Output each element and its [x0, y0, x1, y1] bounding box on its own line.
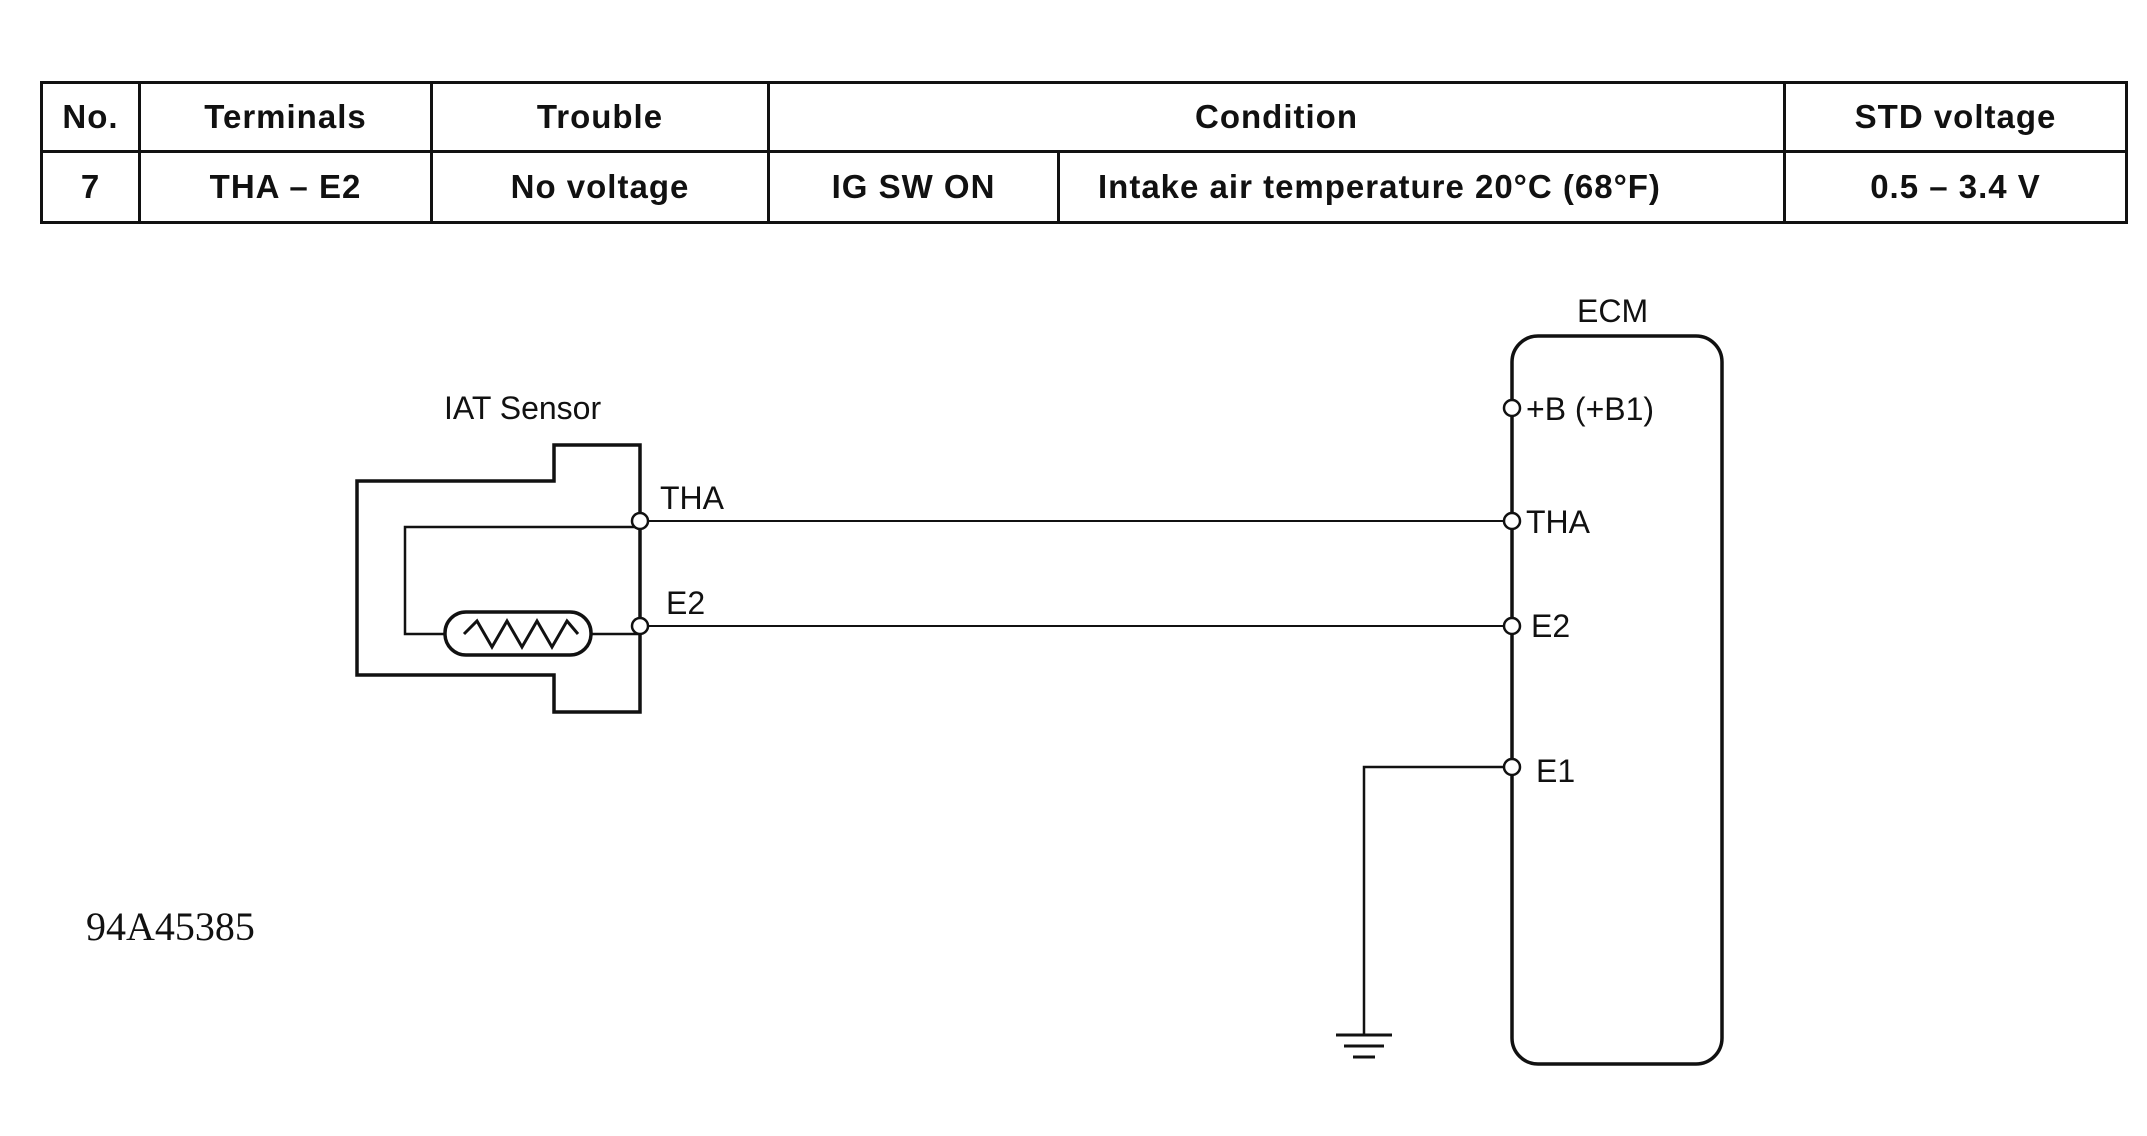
iat-sensor-housing: [355, 443, 642, 714]
ground-icon: [1336, 1033, 1392, 1059]
ecm-terminal-e1: [1502, 757, 1522, 777]
sensor-terminal-e2: [630, 616, 650, 636]
cell-no: 7: [40, 150, 141, 224]
header-no: No.: [40, 81, 141, 153]
ecm-title: ECM: [1577, 293, 1648, 329]
iat-sensor-title: IAT Sensor: [444, 390, 601, 426]
header-terminals: Terminals: [138, 81, 433, 153]
cell-condition-detail: Intake air temperature 20°C (68°F): [1056, 150, 1787, 224]
ecm-terminal-tha: [1502, 511, 1522, 531]
sensor-internal-wiring: [403, 525, 640, 636]
figure-id: 94A45385: [86, 904, 255, 949]
cell-std-voltage: 0.5 – 3.4 V: [1783, 150, 2129, 224]
cell-terminals: THA – E2: [138, 150, 433, 224]
header-condition: Condition: [766, 81, 1787, 153]
table-row: 7 THA – E2 No voltage IG SW ON Intake ai…: [40, 150, 2129, 224]
specification-table: No. Terminals Trouble Condition STD volt…: [40, 81, 2129, 224]
ecm-box: [1510, 334, 1724, 1066]
header-std-voltage: STD voltage: [1783, 81, 2129, 153]
sensor-label-tha: THA: [660, 480, 725, 516]
header-trouble: Trouble: [430, 81, 770, 153]
wire-e1-ground: [1362, 765, 1504, 1035]
sensor-label-e2: E2: [666, 585, 705, 621]
ecm-terminal-b: [1502, 398, 1522, 418]
thermistor-icon: [443, 610, 593, 657]
cell-trouble: No voltage: [430, 150, 770, 224]
ecm-terminal-e2: [1502, 616, 1522, 636]
ecm-label-b: +B (+B1): [1526, 391, 1654, 427]
ecm-label-tha: THA: [1526, 504, 1591, 540]
sensor-terminal-tha: [630, 511, 650, 531]
cell-condition-switch: IG SW ON: [767, 150, 1060, 224]
table-header-row: No. Terminals Trouble Condition STD volt…: [40, 81, 2129, 153]
ecm-label-e1: E1: [1536, 753, 1575, 789]
ecm-label-e2: E2: [1531, 608, 1570, 644]
